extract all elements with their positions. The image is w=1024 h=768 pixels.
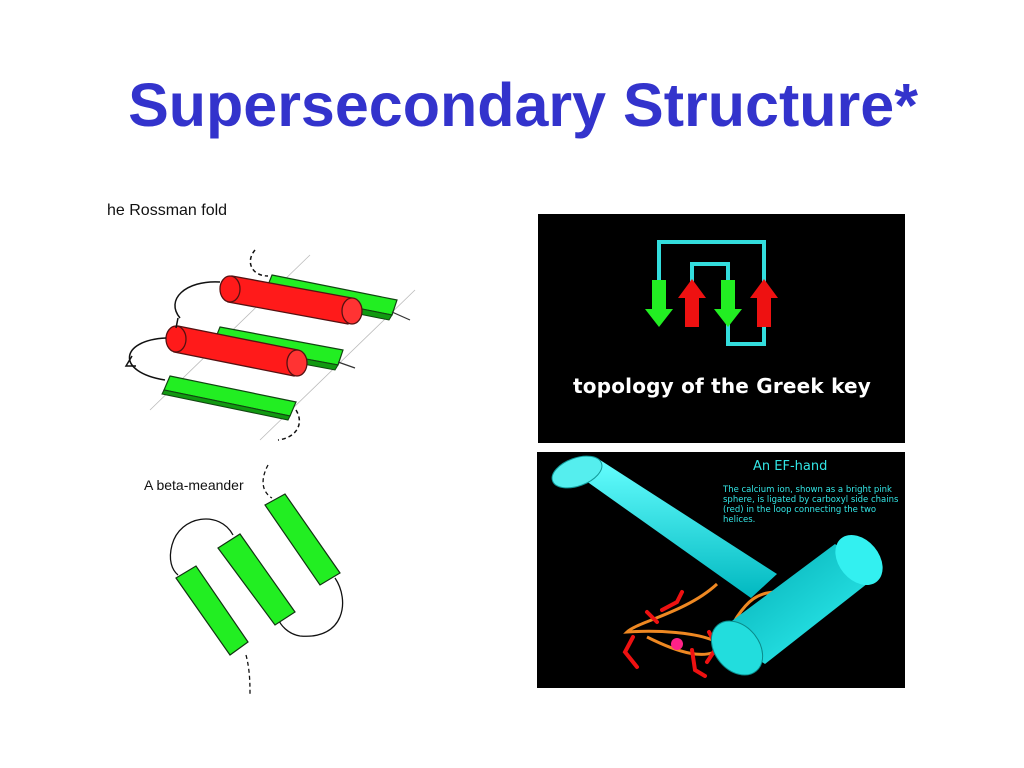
beta-meander-loops <box>169 464 344 696</box>
rossman-strand-2 <box>211 326 356 371</box>
ef-hand-calcium-ion <box>671 638 683 650</box>
rossman-strand-3 <box>161 375 297 421</box>
greek-key-connectors <box>657 240 766 346</box>
ef-hand-structure <box>551 455 883 678</box>
ef-hand-description: The calcium ion, shown as a bright pink … <box>723 485 899 525</box>
greek-key-down-arrow-2 <box>714 280 742 327</box>
rossman-helix-1 <box>219 275 363 325</box>
ef-hand-helix-1 <box>551 455 777 598</box>
greek-key-strands <box>645 279 778 327</box>
beta-meander-strand-3 <box>175 565 249 656</box>
rossman-helix-2 <box>165 325 308 377</box>
ef-hand-helix-2 <box>710 534 883 676</box>
greek-key-up-arrow-2 <box>750 279 778 327</box>
beta-meander-label: A beta-meander <box>144 477 244 493</box>
rossman-guide-lines <box>149 254 416 441</box>
greek-key-up-arrow-1 <box>678 279 706 327</box>
greek-key-caption: topology of the Greek key <box>573 374 872 398</box>
ef-hand-title: An EF-hand <box>753 459 828 474</box>
greek-key-down-arrow-1 <box>645 280 673 327</box>
rossman-loops <box>124 249 301 441</box>
beta-meander-strand-1 <box>264 493 341 586</box>
greek-key-topology <box>645 240 778 346</box>
page-title: Supersecondary Structure* <box>128 71 918 139</box>
rossman-fold-label: he Rossman fold <box>107 202 228 219</box>
ef-hand-panel: An EF-hand The calcium ion, shown as a b… <box>537 452 905 688</box>
beta-meander-strand-2 <box>217 533 296 626</box>
ef-hand-side-chains <box>622 590 720 678</box>
rossman-strand-1 <box>263 274 411 321</box>
greek-key-panel: topology of the Greek key <box>538 214 905 443</box>
